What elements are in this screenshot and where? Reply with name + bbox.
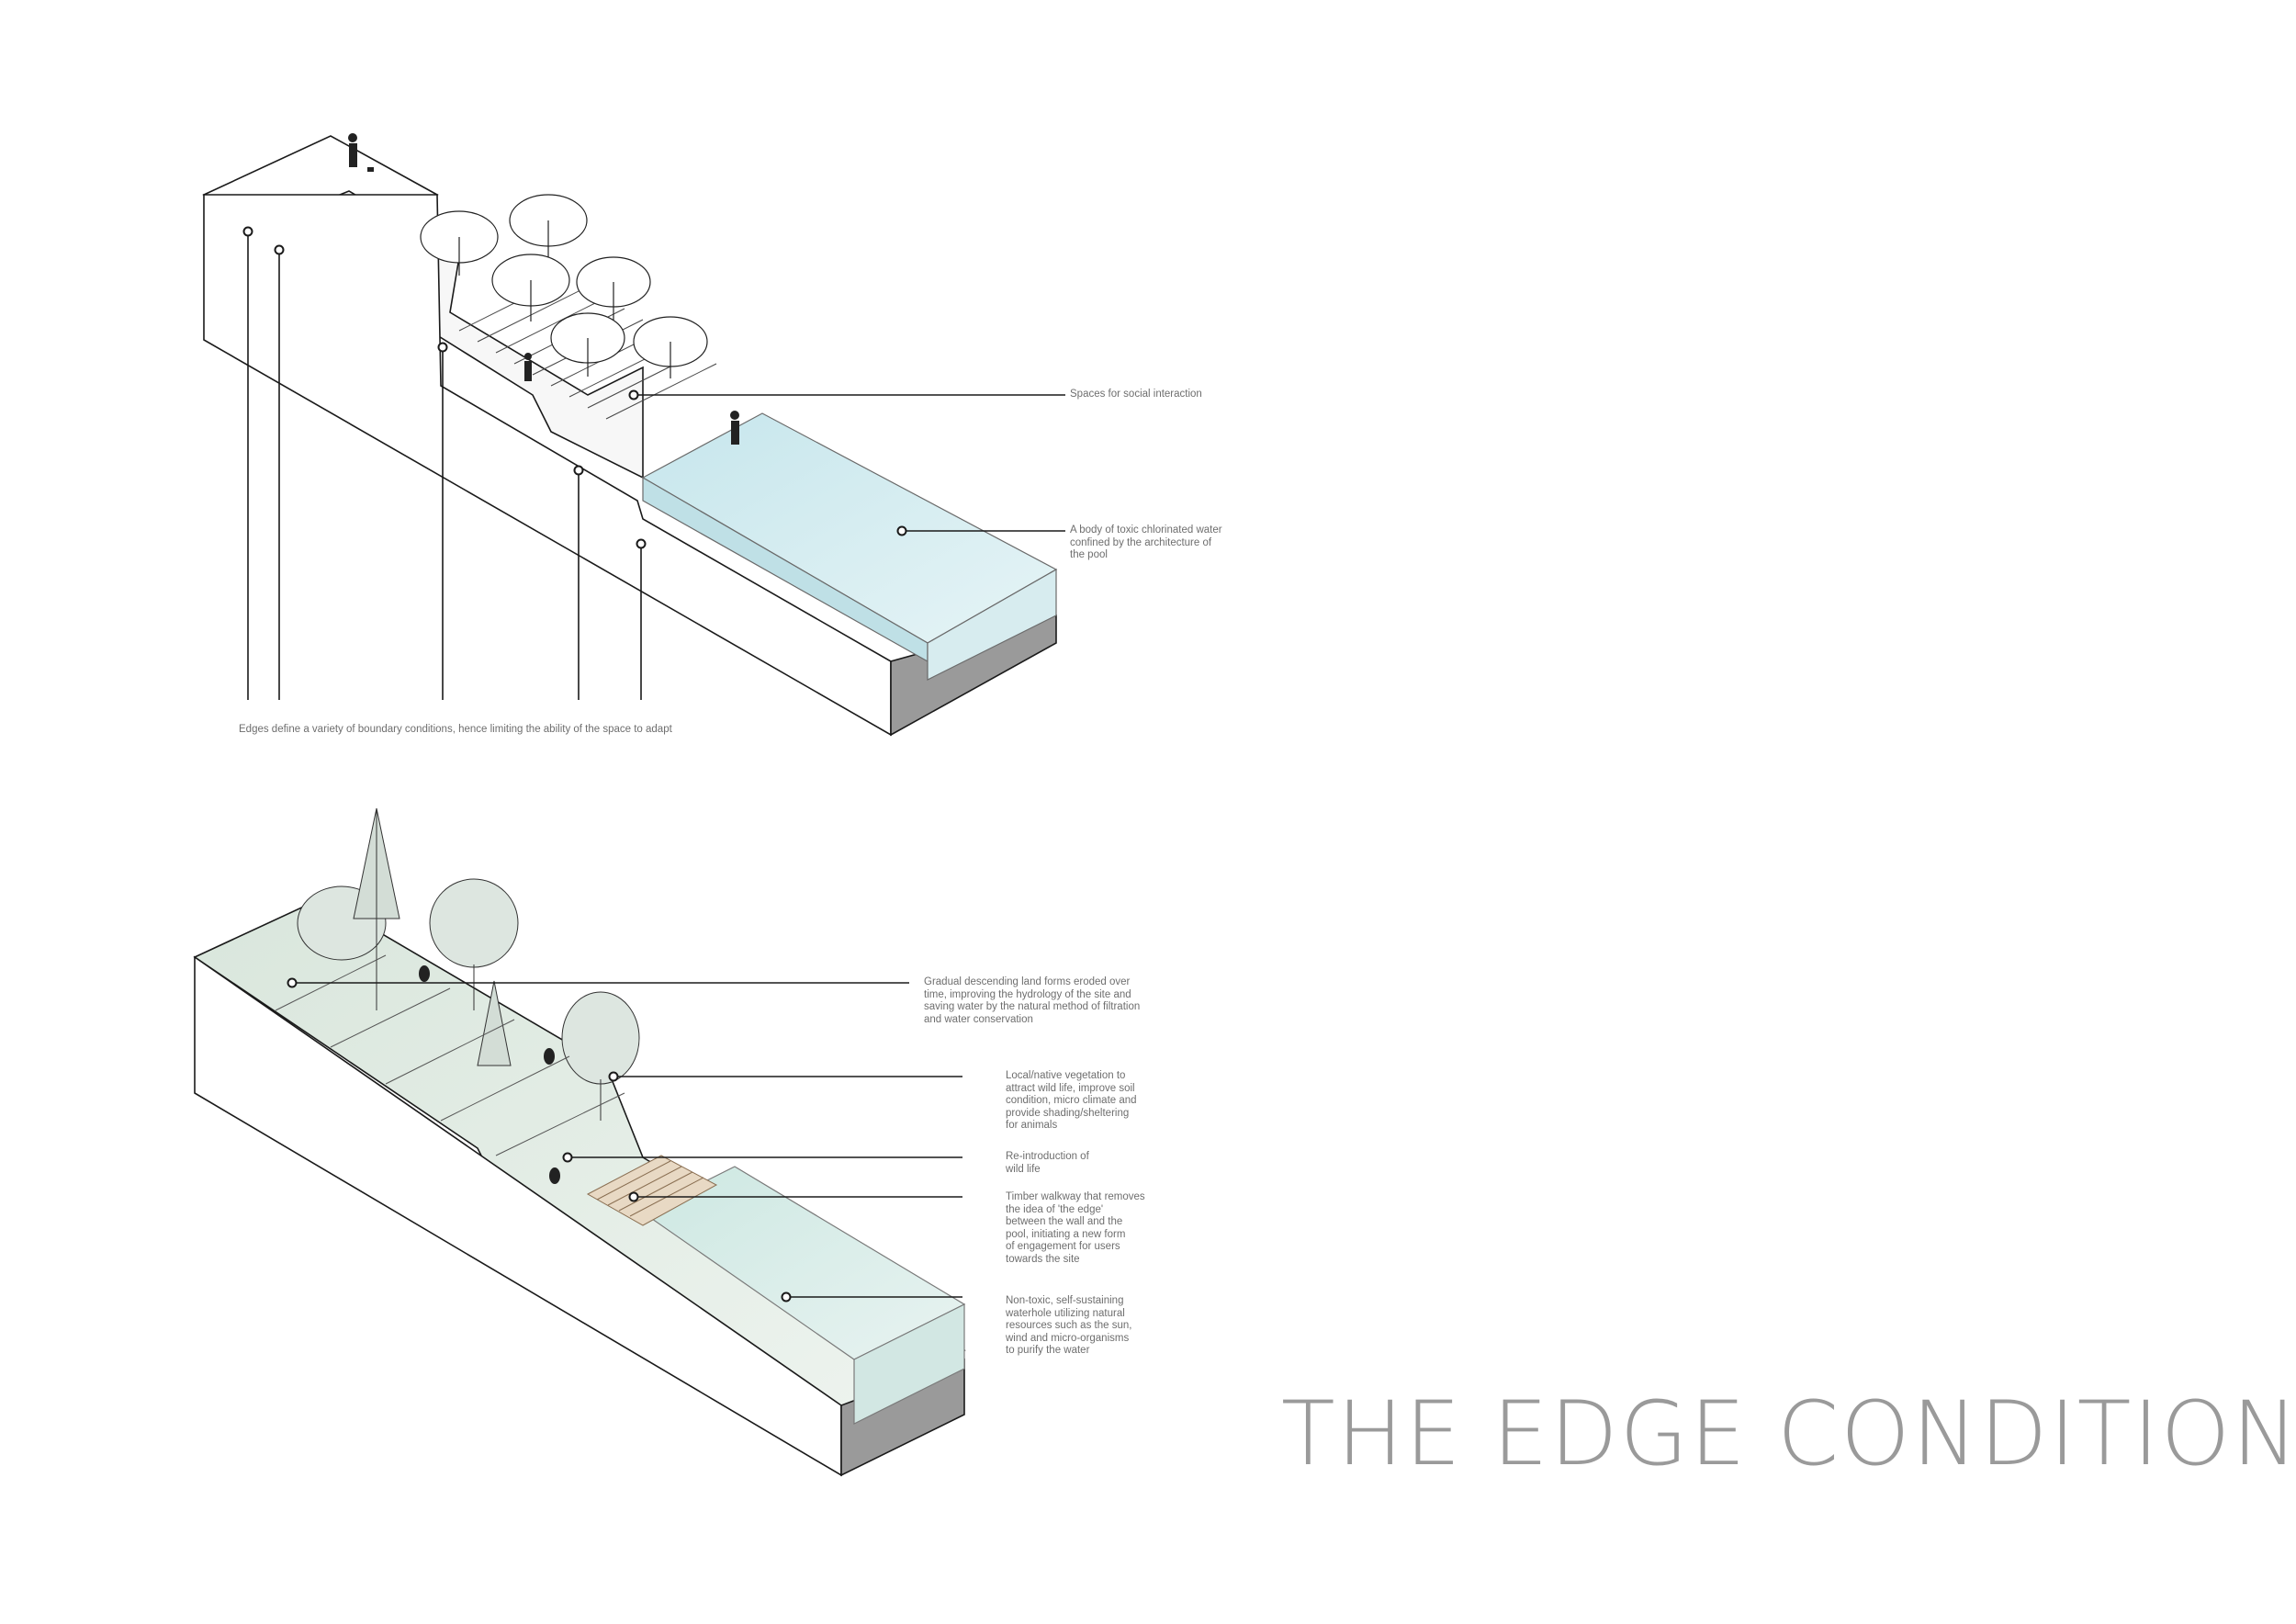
- animal-2: [544, 1048, 555, 1065]
- note-social-interaction: Spaces for social interaction: [1070, 389, 1202, 400]
- top-pool-water-side: [927, 568, 1057, 681]
- animal-1: [419, 965, 430, 982]
- bottom-waterhole-diagram: [193, 807, 966, 1477]
- edge-leaders: [247, 231, 1065, 700]
- note-vegetation: Local/native vegetation to attract wild …: [1006, 1070, 1137, 1131]
- note-chlorinated-pool: A body of toxic chlorinated water confin…: [1070, 524, 1222, 560]
- page-title: THE EDGE CONDITION: [1281, 1382, 2296, 1485]
- bottom-leader-dots: [287, 977, 792, 1303]
- animals: [419, 965, 560, 1184]
- person-stairs: [524, 353, 532, 360]
- trees: [297, 807, 640, 1121]
- people: [348, 133, 739, 445]
- tree-canopy-3: [561, 991, 640, 1085]
- person-standing: [348, 133, 357, 142]
- animal-3: [549, 1167, 560, 1184]
- top-pool-diagram: [202, 133, 1065, 737]
- note-landforms: Gradual descending land forms eroded ove…: [924, 976, 1141, 1025]
- conifer-2: [477, 980, 512, 1066]
- note-waterhole: Non-toxic, self-sustaining waterhole uti…: [1006, 1295, 1132, 1356]
- note-edges: Edges define a variety of boundary condi…: [239, 724, 672, 735]
- leader-dots: [242, 226, 907, 549]
- note-timber-walkway: Timber walkway that removes the idea of …: [1006, 1191, 1145, 1265]
- bottom-leaders: [292, 982, 962, 1298]
- umbrellas: [420, 194, 708, 378]
- timber-walkway: [586, 1155, 718, 1226]
- person-pool-edge: [730, 411, 739, 420]
- tree-canopy-2: [429, 878, 519, 968]
- note-wildlife: Re-introduction of wild life: [1006, 1151, 1089, 1175]
- bottom-waterhole-side: [853, 1303, 965, 1425]
